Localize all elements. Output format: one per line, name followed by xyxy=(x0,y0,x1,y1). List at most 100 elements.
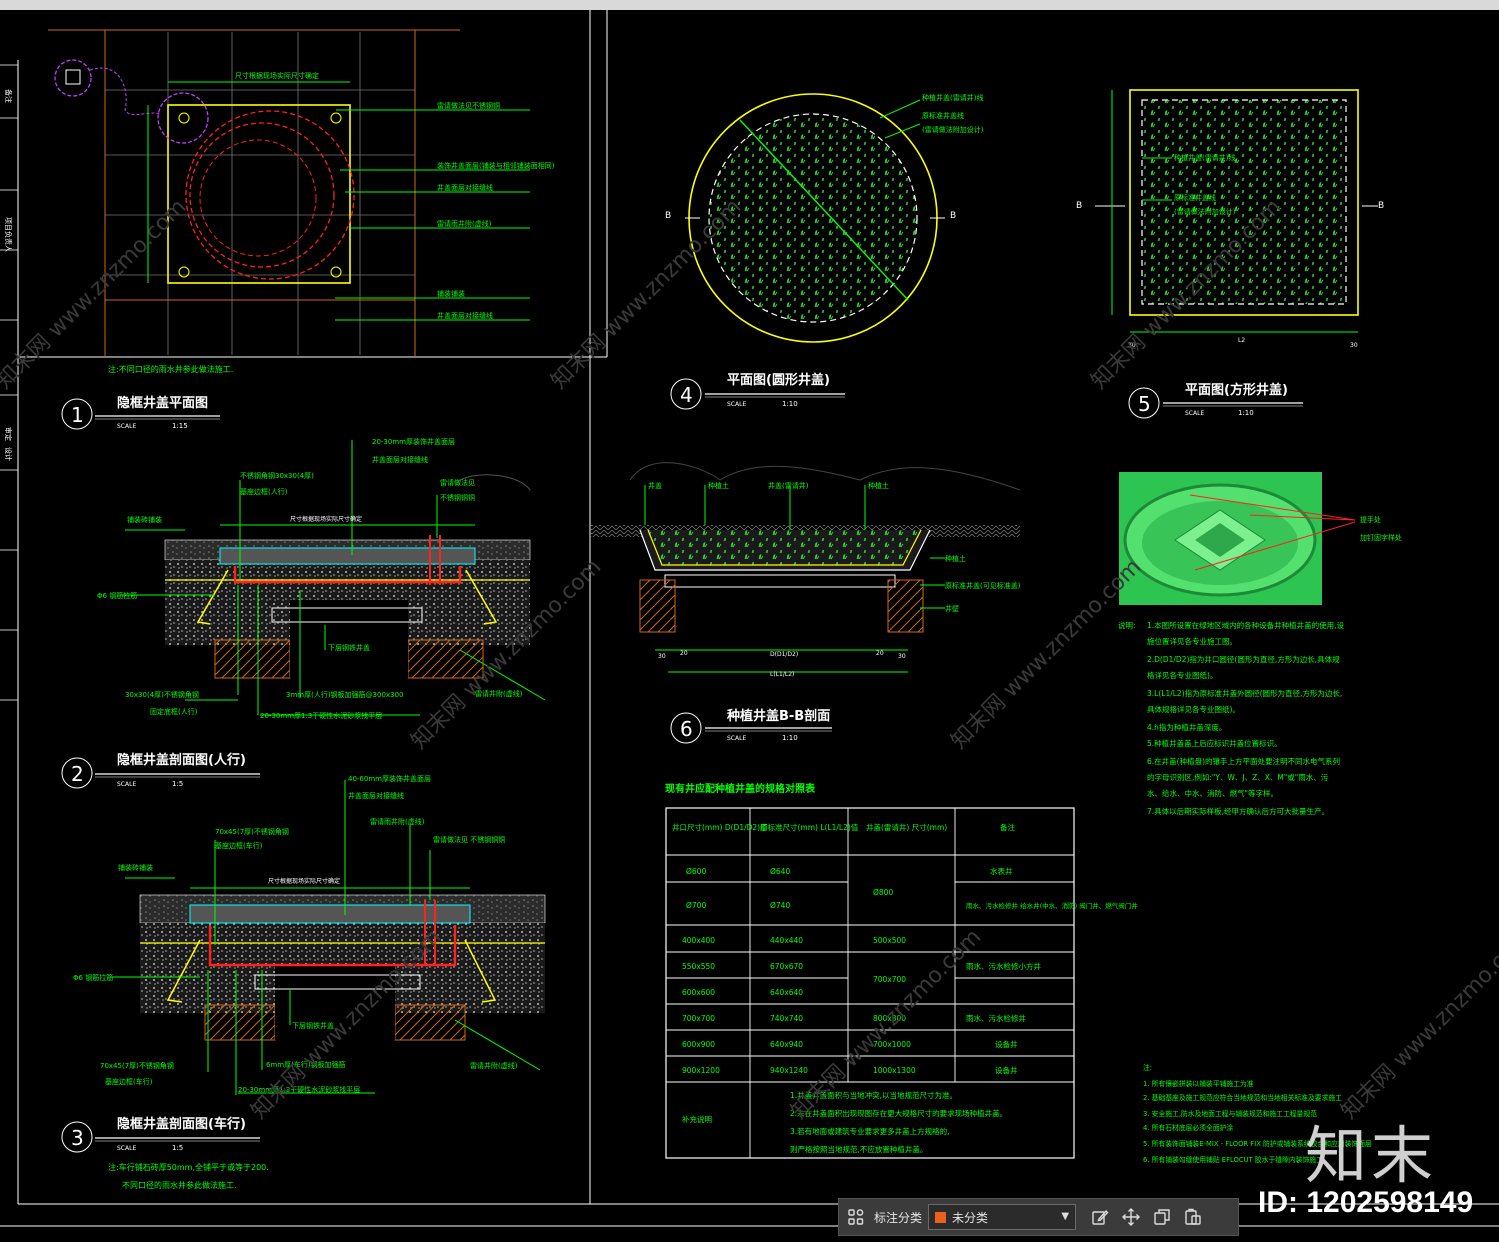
svg-text:Ø600: Ø600 xyxy=(686,867,706,876)
spec-table: 现有井应配种植井盖的规格对照表 井口尺寸(mm) D(D1/D2)值 原标准尺寸… xyxy=(665,782,1138,1159)
paste-icon[interactable] xyxy=(1179,1203,1207,1231)
fig2-section-drawing: 20-30mm厚装饰井盖面层 井盖面层对接缝线 不锈钢角钢30x30(4厚) 基… xyxy=(97,437,546,720)
svg-text:700x700: 700x700 xyxy=(682,1014,715,1023)
svg-text:600x900: 600x900 xyxy=(682,1040,715,1049)
svg-text:2.D(D1/D2)指为井口圆径(圆形为直径,方形为边长,具: 2.D(D1/D2)指为井口圆径(圆形为直径,方形为边长,具体规 xyxy=(1147,654,1340,664)
svg-text:施位置详见各专业施工图。: 施位置详见各专业施工图。 xyxy=(1147,636,1237,646)
spec-table-title: 现有井应配种植井盖的规格对照表 xyxy=(665,782,816,795)
svg-text:不锈钢铜铜: 不锈钢铜铜 xyxy=(440,493,475,502)
svg-text:知末网 www.znzmo.com: 知末网 www.znzmo.com xyxy=(1337,924,1499,1124)
svg-text:原标准井盖线: 原标准井盖线 xyxy=(922,111,964,120)
svg-text:30: 30 xyxy=(1350,342,1358,349)
annotation-category-select[interactable]: 未分类 ▼ xyxy=(928,1204,1077,1230)
svg-text:70x45(7厚)不锈钢角钢: 70x45(7厚)不锈钢角钢 xyxy=(100,1061,174,1070)
svg-text:雷请井附(虚线): 雷请井附(虚线) xyxy=(475,689,523,698)
svg-text:Ø700: Ø700 xyxy=(686,901,706,910)
notes-block: 说明: 1.本图所设置在绿地区域内的各种设备井种植井盖的使用,设 施位置详见各专… xyxy=(1118,620,1345,816)
fig1-dim-label: 尺寸根据现场实际尺寸确定 xyxy=(235,71,319,80)
fig4-title-block: 4 平面图(圆形井盖) SCALE 1:10 xyxy=(670,372,845,410)
fig6-title-block: 6 种植井盖B-B剖面 SCALE 1:10 xyxy=(670,708,832,744)
svg-text:注:: 注: xyxy=(1143,1063,1152,1072)
svg-text:B: B xyxy=(1378,201,1384,211)
side-label-1: 备注 xyxy=(4,89,13,103)
svg-text:1:10: 1:10 xyxy=(782,734,798,742)
copy-icon[interactable] xyxy=(1148,1203,1176,1231)
cad-drawing-canvas[interactable]: 备注 项目负责人 审定 设计 xyxy=(0,10,1499,1242)
fig3-note-1: 注:车行铺石砖厚50mm,全铺平于或等于200. xyxy=(108,1162,269,1172)
svg-text:SCALE: SCALE xyxy=(727,735,746,742)
svg-text:Φ6 钢筋拉筋: Φ6 钢筋拉筋 xyxy=(73,973,113,982)
svg-text:(雷请做法附加设计): (雷请做法附加设计) xyxy=(922,125,984,134)
svg-text:B: B xyxy=(1076,201,1082,211)
svg-text:原标准井盖线: 原标准井盖线 xyxy=(1174,193,1216,202)
svg-text:Ø800: Ø800 xyxy=(873,888,893,897)
svg-text:4. 所有石材底层必须全面护涂: 4. 所有石材底层必须全面护涂 xyxy=(1143,1123,1233,1132)
svg-text:640x940: 640x940 xyxy=(770,1040,803,1049)
fig5-square-plan: B B 30 L2 30 种植井盖(雷请井)线 原标准井盖线 (雷请做法附加设计… xyxy=(1076,89,1384,349)
photo-label-mark: 加钉固字样处 xyxy=(1360,533,1402,542)
svg-text:井盖面层对接缝线: 井盖面层对接缝线 xyxy=(348,791,404,800)
fig1-note: 注:不同口径的雨水井参此做法施工. xyxy=(108,364,233,374)
svg-text:水表井: 水表井 xyxy=(990,866,1013,876)
annotation-category-label: 标注分类 xyxy=(874,1210,923,1225)
svg-text:下层钢铁井盖: 下层钢铁井盖 xyxy=(328,643,370,652)
svg-text:雨水、污水检修井: 雨水、污水检修井 xyxy=(966,1013,1026,1023)
svg-text:井盖: 井盖 xyxy=(648,481,662,490)
svg-text:原标准井盖(可见标准盖): 原标准井盖(可见标准盖) xyxy=(945,581,1021,590)
svg-text:600x600: 600x600 xyxy=(682,988,715,997)
svg-text:6.在井盖(种植盘)的镶手上方平面处要注明不同水电气系列: 6.在井盖(种植盘)的镶手上方平面处要注明不同水电气系列 xyxy=(1147,756,1340,766)
svg-text:900x1200: 900x1200 xyxy=(682,1066,720,1075)
svg-text:SCALE: SCALE xyxy=(117,423,136,430)
category-grid-icon[interactable] xyxy=(842,1203,870,1231)
category-color-swatch xyxy=(935,1211,947,1223)
svg-text:雨水、污水检修井 给水井(中水、消防) 阀门井、燃气阀门井: 雨水、污水检修井 给水井(中水、消防) 阀门井、燃气阀门井 xyxy=(966,901,1138,910)
svg-text:格详见各专业图纸)。: 格详见各专业图纸)。 xyxy=(1147,670,1217,680)
fig1-label-0: 雷请做法见不锈钢铜 xyxy=(437,101,500,110)
move-icon[interactable] xyxy=(1117,1203,1145,1231)
svg-text:不锈钢角钢30x30(4厚): 不锈钢角钢30x30(4厚) xyxy=(240,471,314,480)
svg-text:3: 3 xyxy=(71,1126,84,1150)
svg-text:2.未在井盖面积出现现图存在更大规格尺寸的要求现场种植井盖。: 2.未在井盖面积出现现图存在更大规格尺寸的要求现场种植井盖。 xyxy=(790,1108,1007,1118)
edit-icon[interactable] xyxy=(1086,1203,1114,1231)
svg-text:400x400: 400x400 xyxy=(682,936,715,945)
side-label-3: 审定 xyxy=(4,427,13,441)
svg-text:种植土: 种植土 xyxy=(708,481,729,490)
fig3-title-block: 3 隐框井盖剖面图(车行) SCALE 1:5 注:车行铺石砖厚50mm,全铺平… xyxy=(61,1116,269,1190)
svg-text:20-30mm厚装饰井盖面层: 20-30mm厚装饰井盖面层 xyxy=(372,437,455,446)
svg-text:6: 6 xyxy=(680,717,693,741)
fig1-label-4: 铺装铺装 xyxy=(437,289,465,298)
svg-text:5. 所有装饰面铺装E-MIX - FLOOR FIX 防护: 5. 所有装饰面铺装E-MIX - FLOOR FIX 防护或铺装系统胶合和应用… xyxy=(1143,1139,1372,1148)
svg-text:30x30(4厚)不锈钢角钢: 30x30(4厚)不锈钢角钢 xyxy=(125,690,199,699)
svg-text:尺寸根据现场实际尺寸确定: 尺寸根据现场实际尺寸确定 xyxy=(268,877,340,885)
notes2-block: 注: 1. 所有镶嵌拼装以铺装平铺施工为准 2. 基础基座及施工规范应符合当地规… xyxy=(1143,1063,1372,1164)
svg-text:种植井盖(雷请井)线: 种植井盖(雷请井)线 xyxy=(922,93,983,102)
photo-label-handle: 提手处 xyxy=(1360,515,1381,524)
fig1-label-5: 井盖面层对接缝线 xyxy=(437,311,493,320)
svg-text:铺装砖铺装: 铺装砖铺装 xyxy=(127,515,162,524)
svg-text:说明:: 说明: xyxy=(1118,620,1136,630)
svg-text:30: 30 xyxy=(1128,342,1136,349)
svg-text:雨水、污水检修小方井: 雨水、污水检修小方井 xyxy=(966,961,1041,971)
fig1-label-2: 井盖面层对接缝线 xyxy=(437,183,493,192)
svg-text:L2: L2 xyxy=(1238,337,1245,344)
svg-text:1000x1300: 1000x1300 xyxy=(873,1066,916,1075)
svg-text:固定底框(人行): 固定底框(人行) xyxy=(150,707,198,716)
svg-text:40-60mm厚装饰井盖面层: 40-60mm厚装饰井盖面层 xyxy=(348,774,431,783)
svg-text:雷请做法见 不锈钢铜铜: 雷请做法见 不锈钢铜铜 xyxy=(433,835,505,844)
svg-text:基座边框(人行): 基座边框(人行) xyxy=(240,487,288,496)
svg-text:知末网 www.znzmo.com: 知末网 www.znzmo.com xyxy=(547,194,747,394)
svg-text:Φ6 钢筋拉筋: Φ6 钢筋拉筋 xyxy=(97,591,137,600)
svg-text:设备井: 设备井 xyxy=(995,1065,1018,1075)
svg-text:的字母识别区,例如:"Y、W、J、Z、X、M"或"雨水、污: 的字母识别区,例如:"Y、W、J、Z、X、M"或"雨水、污 xyxy=(1147,772,1329,782)
svg-text:SCALE: SCALE xyxy=(117,781,136,788)
svg-text:20-30mm厚1:3干硬性水泥砂浆找平层: 20-30mm厚1:3干硬性水泥砂浆找平层 xyxy=(238,1085,360,1094)
svg-text:2. 基础基座及施工规范应符合当地规范和当地相关标准及要求施: 2. 基础基座及施工规范应符合当地规范和当地相关标准及要求施工 xyxy=(1143,1093,1342,1102)
fig4-title: 平面图(圆形井盖) xyxy=(727,372,830,388)
title-block-strip xyxy=(0,64,18,701)
svg-text:1. 所有镶嵌拼装以铺装平铺施工为准: 1. 所有镶嵌拼装以铺装平铺施工为准 xyxy=(1143,1079,1254,1088)
svg-text:B: B xyxy=(950,211,956,221)
fig1-label-3: 雷请雨井附(虚线) xyxy=(437,219,492,228)
svg-text:20: 20 xyxy=(680,650,688,657)
annotation-toolbar: 标注分类 未分类 ▼ xyxy=(838,1198,1239,1236)
svg-text:30: 30 xyxy=(658,653,666,660)
